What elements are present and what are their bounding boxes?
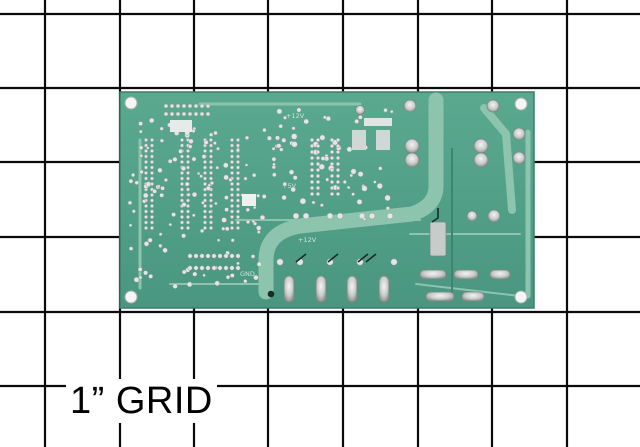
relay-terminals bbox=[283, 99, 526, 303]
solder-pads bbox=[127, 103, 398, 289]
mounting-holes bbox=[124, 96, 528, 304]
silk-5v: +5V bbox=[282, 182, 297, 190]
silk-12v-top: +12V bbox=[286, 112, 305, 120]
silk-gnd: GND bbox=[240, 270, 255, 278]
grid-scale-label: 1” GRID bbox=[66, 379, 217, 423]
circuit-board: +12V +5V +12V GND bbox=[119, 91, 535, 309]
board-traces bbox=[138, 92, 531, 300]
pad-marks bbox=[267, 208, 439, 298]
silk-12v-mid: +12V bbox=[298, 236, 317, 244]
